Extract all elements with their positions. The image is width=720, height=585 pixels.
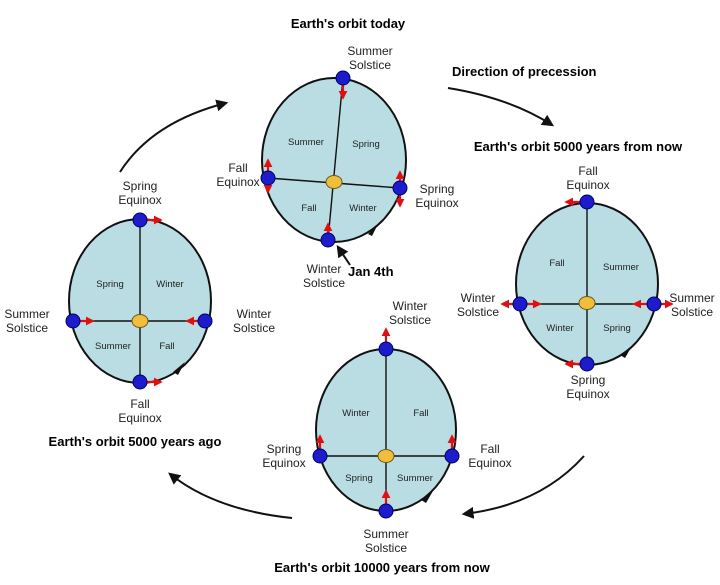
label-minus5000-spring-1: Spring xyxy=(123,179,158,193)
label-plus10000-summer-1: Summer xyxy=(363,527,408,541)
precession-arrow-top-left xyxy=(119,99,229,173)
orbit-plus5000-quadrant-spring: Spring xyxy=(603,323,630,334)
orbit-plus10000-direction-mark xyxy=(421,491,433,503)
label-minus5000-summer-2: Solstice xyxy=(6,321,48,335)
earth-today-summer-solstice xyxy=(335,70,351,86)
earth-today-winter-solstice xyxy=(320,232,336,248)
label-plus10000-fall-1: Fall xyxy=(480,442,499,456)
perihelion-pointer xyxy=(336,245,351,266)
label-plus5000-winter-1: Winter xyxy=(461,291,496,305)
label-perihelion-jan-4: Jan 4th xyxy=(348,264,394,279)
orbit-today-quadrant-fall: Fall xyxy=(301,203,316,214)
orbit-plus10000-quadrant-winter: Winter xyxy=(342,408,369,419)
label-plus5000-spring-2: Equinox xyxy=(566,387,609,401)
precession-arrow-top-right xyxy=(447,87,555,127)
earth-plus10000-spring-equinox xyxy=(312,448,328,464)
orbit-today-direction-mark xyxy=(368,224,378,236)
orbit-today-quadrant-summer: Summer xyxy=(288,137,324,148)
orbit-plus10000-quadrant-fall: Fall xyxy=(413,408,428,419)
label-today-fall-1: Fall xyxy=(228,161,247,175)
label-plus5000-fall-1: Fall xyxy=(578,164,597,178)
orbit-minus5000-direction-mark xyxy=(173,362,185,375)
label-plus5000-spring-1: Spring xyxy=(571,373,606,387)
earth-plus10000-winter-solstice xyxy=(378,341,394,357)
orbit-minus5000-quadrant-summer: Summer xyxy=(95,341,131,352)
orbit-5000-from-now: Fall Summer Winter Spring Fall Equinox W… xyxy=(457,164,715,401)
orbit-minus5000-quadrant-fall: Fall xyxy=(159,341,174,352)
orbit-today-axis-vertical xyxy=(327,77,344,241)
earth-minus5000-spring-equinox xyxy=(132,212,148,228)
orbit-5000-ago: Spring Winter Summer Fall Spring Equinox… xyxy=(4,179,275,425)
title-5000-years-from-now: Earth's orbit 5000 years from now xyxy=(474,139,683,154)
earth-plus10000-fall-equinox xyxy=(444,448,460,464)
orbit-today-quadrant-spring: Spring xyxy=(352,139,379,150)
label-plus10000-winter-2: Solstice xyxy=(389,313,431,327)
label-plus5000-winter-2: Solstice xyxy=(457,305,499,319)
orbit-plus5000-quadrant-summer: Summer xyxy=(603,262,639,273)
label-minus5000-spring-2: Equinox xyxy=(118,193,161,207)
title-10000-years-from-now: Earth's orbit 10000 years from now xyxy=(274,560,490,575)
label-plus5000-fall-2: Equinox xyxy=(566,178,609,192)
label-plus5000-summer-2: Solstice xyxy=(671,305,713,319)
label-plus10000-spring-1: Spring xyxy=(267,442,302,456)
label-minus5000-winter-2: Solstice xyxy=(233,321,275,335)
precession-arrow-bottom-right xyxy=(461,455,585,519)
label-plus5000-summer-1: Summer xyxy=(669,291,714,305)
title-5000-years-ago: Earth's orbit 5000 years ago xyxy=(49,434,222,449)
orbit-today-ellipse xyxy=(261,77,407,243)
label-minus5000-fall-1: Fall xyxy=(130,397,149,411)
earth-minus5000-fall-equinox xyxy=(132,374,148,390)
orbit-today: Summer Spring Fall Winter Summer Solstic… xyxy=(216,44,458,290)
orbit-plus5000-direction-mark xyxy=(620,346,632,358)
label-minus5000-fall-2: Equinox xyxy=(118,411,161,425)
label-today-spring-2: Equinox xyxy=(415,196,458,210)
sun-minus5000 xyxy=(131,314,149,328)
orbit-plus10000-quadrant-spring: Spring xyxy=(345,473,372,484)
orbit-plus10000-quadrant-summer: Summer xyxy=(397,473,433,484)
earth-minus5000-summer-solstice xyxy=(65,313,81,329)
sun-today xyxy=(325,175,343,189)
label-plus10000-winter-1: Winter xyxy=(393,299,428,313)
orbit-plus5000-quadrant-fall: Fall xyxy=(549,258,564,269)
label-plus10000-fall-2: Equinox xyxy=(468,456,511,470)
label-minus5000-winter-1: Winter xyxy=(237,307,272,321)
earth-minus5000-winter-solstice xyxy=(197,313,213,329)
label-minus5000-summer-1: Summer xyxy=(4,307,49,321)
title-today: Earth's orbit today xyxy=(291,16,406,31)
earth-today-fall-equinox xyxy=(260,170,276,186)
earth-today-spring-equinox xyxy=(392,180,408,196)
precession-arrow-bottom-left xyxy=(168,472,293,519)
title-direction-of-precession: Direction of precession xyxy=(452,64,597,79)
sun-plus10000 xyxy=(377,449,395,463)
label-plus10000-summer-2: Solstice xyxy=(365,541,407,555)
label-today-winter-2: Solstice xyxy=(303,276,345,290)
orbit-plus5000-quadrant-winter: Winter xyxy=(546,323,573,334)
earth-plus10000-summer-solstice xyxy=(378,503,394,519)
earth-plus5000-spring-equinox xyxy=(579,356,595,372)
label-today-spring-1: Spring xyxy=(420,182,455,196)
orbit-10000-from-now: Winter Fall Spring Summer Winter Solstic… xyxy=(262,299,511,555)
orbit-today-quadrant-winter: Winter xyxy=(349,203,376,214)
sun-plus5000 xyxy=(578,296,596,310)
earth-plus5000-summer-solstice xyxy=(646,296,662,312)
label-today-winter-1: Winter xyxy=(307,262,342,276)
label-today-summer-2: Solstice xyxy=(349,58,391,72)
orbit-minus5000-quadrant-spring: Spring xyxy=(96,279,123,290)
orbit-minus5000-quadrant-winter: Winter xyxy=(156,279,183,290)
earth-plus5000-fall-equinox xyxy=(579,194,595,210)
earth-plus5000-winter-solstice xyxy=(512,296,528,312)
label-plus10000-spring-2: Equinox xyxy=(262,456,305,470)
label-today-fall-2: Equinox xyxy=(216,175,259,189)
label-today-summer-1: Summer xyxy=(347,44,392,58)
